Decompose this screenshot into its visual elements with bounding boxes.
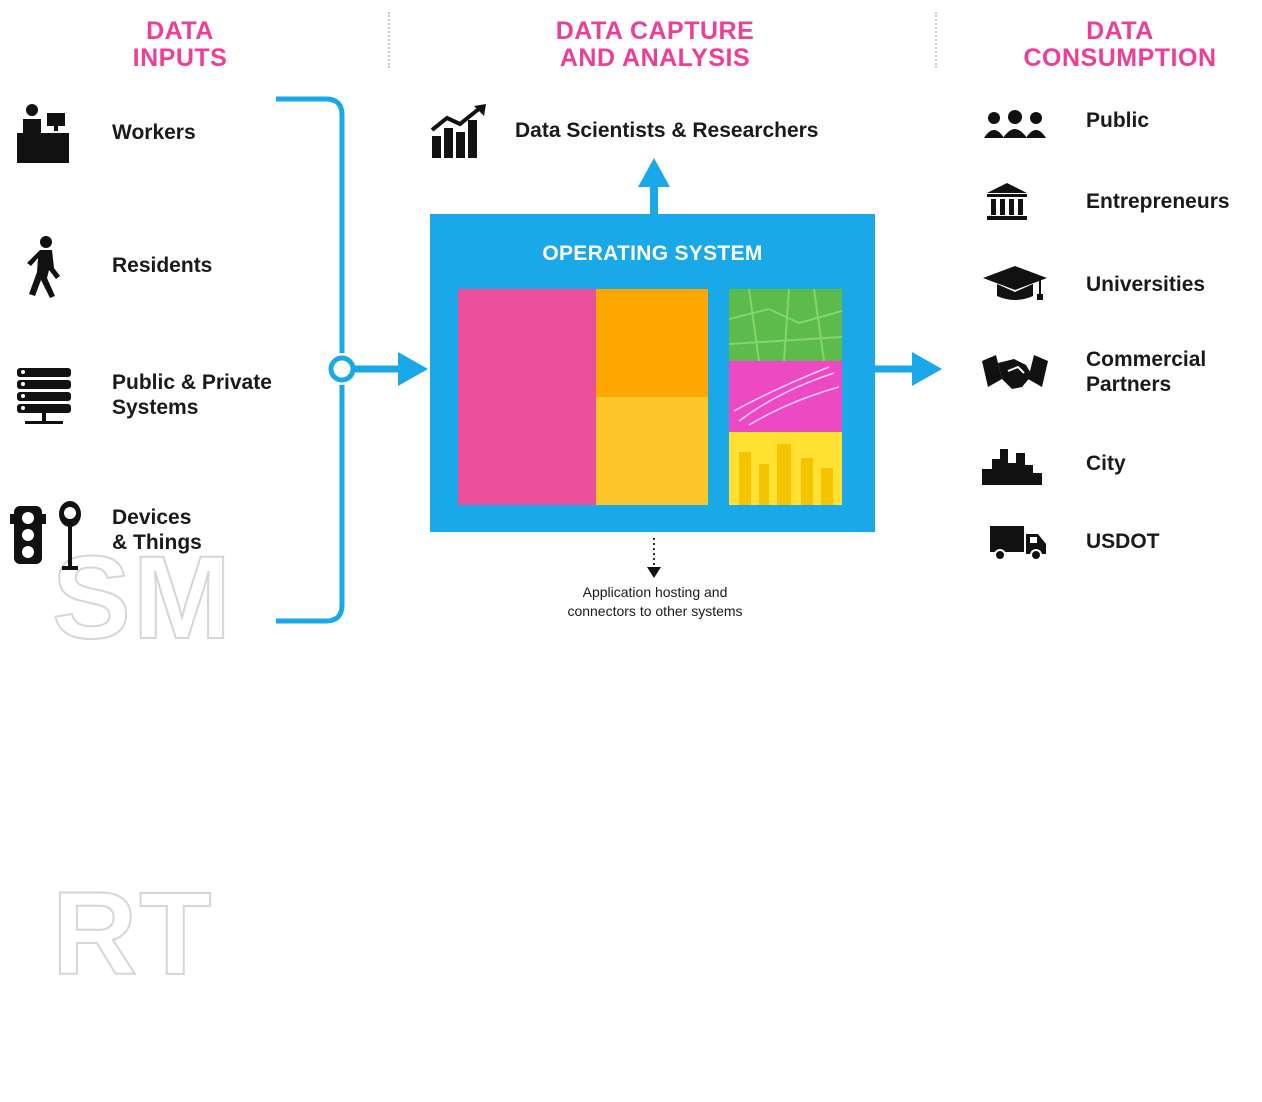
input-label-workers-line1: Workers xyxy=(112,121,196,144)
consumer-label-universities: Universities xyxy=(1086,272,1205,297)
os-tile-yellow xyxy=(596,397,708,505)
up-arrow-head xyxy=(638,158,670,187)
input-label-devices: Devices & Things xyxy=(112,505,202,555)
os-tile-pink xyxy=(458,289,596,505)
input-label-residents-line1: Residents xyxy=(112,254,213,277)
input-label-residents: Residents xyxy=(112,253,212,278)
consumer-label-entrepreneurs: Entrepreneurs xyxy=(1086,189,1230,214)
input-label-systems-line1: Public & Private xyxy=(112,371,272,394)
consumer-label-city: City xyxy=(1086,451,1126,476)
capture-heading-line2: AND ANALYSIS xyxy=(559,44,751,72)
consumer-label-usdot-line1: USDOT xyxy=(1086,530,1160,553)
os-cityscape-tile xyxy=(729,432,842,505)
consumer-label-public: Public xyxy=(1086,108,1149,133)
column-divider-left xyxy=(388,12,390,68)
hosting-note-line2: connectors to other systems xyxy=(567,603,743,619)
consumption-heading-line1: DATA xyxy=(1086,17,1154,45)
column-divider-right xyxy=(935,12,937,68)
consumer-label-entrepreneurs-line1: Entrepreneurs xyxy=(1086,190,1230,213)
bar-chart-trend-icon xyxy=(430,104,488,158)
consumer-label-city-line1: City xyxy=(1086,452,1126,475)
handshake-icon xyxy=(982,353,1048,393)
researchers-label: Data Scientists & Researchers xyxy=(515,119,819,142)
workers-desk-icon xyxy=(17,103,69,163)
operating-system-title: OPERATING SYSTEM xyxy=(542,242,763,265)
input-label-systems-line2: Systems xyxy=(112,396,199,419)
traffic-light-parking-meter-icon xyxy=(10,500,86,572)
hosting-note: Application hosting and connectors to ot… xyxy=(530,583,780,621)
input-label-workers: Workers xyxy=(112,120,196,145)
server-rack-icon xyxy=(17,366,71,426)
operating-system-box: OPERATING SYSTEM xyxy=(430,214,875,532)
input-label-devices-line1: Devices xyxy=(112,506,192,529)
consumer-label-public-line1: Public xyxy=(1086,109,1150,132)
people-group-icon xyxy=(982,110,1048,138)
hosting-note-line1: Application hosting and xyxy=(582,584,728,600)
os-map-tile xyxy=(728,288,843,362)
inputs-heading-line1: DATA xyxy=(146,17,214,45)
smrt-watermark: SM RT xyxy=(51,318,233,1102)
bank-building-icon xyxy=(987,183,1027,221)
inputs-heading: DATA INPUTS xyxy=(100,18,260,72)
consumer-label-usdot: USDOT xyxy=(1086,529,1160,554)
walking-person-icon xyxy=(25,236,65,298)
down-arrow-head xyxy=(647,567,661,578)
consumer-label-commercial-partners: Commercial Partners xyxy=(1086,347,1206,397)
os-tile-orange xyxy=(596,289,708,397)
capture-heading: DATA CAPTURE AND ANALYSIS xyxy=(520,18,790,72)
consumer-label-commercial-line1: Commercial xyxy=(1086,348,1207,371)
graduation-cap-icon xyxy=(983,266,1047,306)
delivery-truck-icon xyxy=(990,524,1046,562)
city-skyline-icon xyxy=(982,447,1042,485)
consumption-heading-line2: CONSUMPTION xyxy=(1023,44,1217,72)
consumer-label-universities-line1: Universities xyxy=(1086,273,1206,296)
input-arrow-head xyxy=(398,352,428,386)
input-label-devices-line2: & Things xyxy=(112,531,202,554)
inputs-bracket xyxy=(276,96,345,624)
inputs-heading-line2: INPUTS xyxy=(132,44,228,72)
bracket-junction-circle xyxy=(328,355,356,383)
capture-heading-line1: DATA CAPTURE xyxy=(555,17,755,45)
watermark-line2: RT xyxy=(51,868,214,1000)
consumer-label-commercial-line2: Partners xyxy=(1086,373,1172,396)
input-label-systems: Public & Private Systems xyxy=(112,370,272,420)
output-arrow-head xyxy=(912,352,942,386)
os-data-flow-tile xyxy=(729,361,842,432)
consumption-heading: DATA CONSUMPTION xyxy=(1000,18,1240,72)
